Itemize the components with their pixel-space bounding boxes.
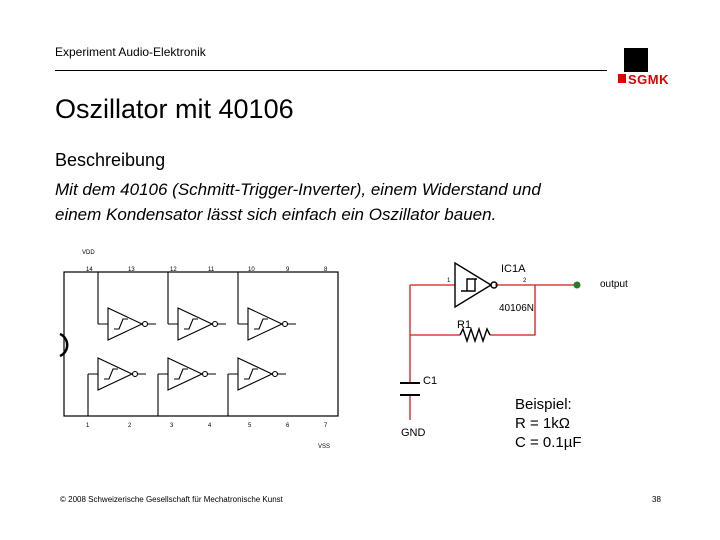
output-node: [573, 281, 581, 289]
logo-text: SGMK: [628, 72, 669, 87]
ic-body: [63, 271, 339, 417]
ic-pin-top-10: 10: [248, 267, 255, 273]
gate-top-bubble-3: [281, 320, 289, 328]
part-label: 40106N: [499, 303, 534, 314]
ic-pin-bottom-1: 1: [86, 423, 90, 429]
pin-in-label: 1: [447, 278, 451, 284]
vss-label: VSS: [318, 444, 330, 450]
example-box: Beispiel: R = 1kΩ C = 0.1µF: [515, 395, 582, 452]
example-resistor-value: R = 1kΩ: [515, 415, 570, 432]
inverter-triangle: [454, 261, 493, 309]
resistor-label: R1: [457, 319, 471, 331]
ic-pin-top-11: 11: [208, 267, 215, 273]
resistor-zigzag: [459, 326, 491, 344]
example-capacitor-value: C = 0.1µF: [515, 434, 582, 451]
inverter-bubble: [490, 281, 498, 289]
gate-top-2: [177, 307, 214, 341]
ic-pin-top-14: 14: [86, 267, 93, 273]
slide-title: Oszillator mit 40106: [55, 94, 294, 124]
schmitt-symbol: [461, 278, 477, 292]
ic-pin-bottom-5: 5: [248, 423, 252, 429]
schmitt-top-1: [114, 318, 128, 330]
ic-pin-top-13: 13: [128, 267, 135, 273]
gate-top-bubble-1: [141, 320, 149, 328]
schmitt-bottom-2: [174, 368, 188, 380]
ic-pin-top-12: 12: [170, 267, 177, 273]
ground-label: GND: [401, 427, 426, 439]
header-title: Experiment Audio-Elektronik: [55, 45, 206, 59]
capacitor-plates: [400, 382, 420, 396]
gate-top-1: [107, 307, 144, 341]
gate-bottom-1: [97, 357, 134, 391]
schmitt-top-2: [184, 318, 198, 330]
vdd-label: VDD: [82, 250, 95, 256]
schmitt-bottom-3: [244, 368, 258, 380]
example-title: Beispiel:: [515, 396, 572, 413]
ic-pin-bottom-3: 3: [170, 423, 174, 429]
gate-bottom-bubble-2: [201, 370, 209, 378]
header-divider: [55, 70, 607, 71]
ic-pin-bottom-4: 4: [208, 423, 212, 429]
ic-pin-top-8: 8: [324, 267, 328, 273]
oscillator-schematic: 1 2 IC1A 40106N output R1 C1 GND: [400, 261, 628, 439]
ic-notch: [59, 332, 69, 358]
capacitor-label: C1: [423, 375, 437, 387]
gate-bottom-2: [167, 357, 204, 391]
gate-top-3: [247, 307, 284, 341]
ic-label: IC1A: [501, 263, 526, 275]
wire-feedback-out: [490, 285, 536, 336]
schmitt-top-3: [254, 318, 268, 330]
logo-red-mark: [618, 74, 626, 83]
output-label: output: [600, 279, 628, 290]
gate-top-bubble-2: [211, 320, 219, 328]
ic-pin-bottom-2: 2: [128, 423, 132, 429]
gate-bottom-bubble-3: [271, 370, 279, 378]
pin-out-label: 2: [523, 278, 527, 284]
section-heading: Beschreibung: [55, 150, 166, 170]
gate-bottom-bubble-1: [131, 370, 139, 378]
footer-copyright: © 2008 Schweizerische Gesellschaft für M…: [60, 495, 283, 504]
schmitt-bottom-1: [104, 368, 118, 380]
ic-pin-bottom-7: 7: [324, 423, 328, 429]
ic-pin-top-9: 9: [286, 267, 290, 273]
page-number: 38: [652, 495, 661, 504]
logo-square: [624, 48, 648, 72]
gate-bottom-3: [237, 357, 274, 391]
description-text: Mit dem 40106 (Schmitt-Trigger-Inverter)…: [55, 177, 655, 227]
description-line-2: einem Kondensator lässt sich einfach ein…: [55, 205, 497, 224]
ic-pin-bottom-6: 6: [286, 423, 290, 429]
description-line-1: Mit dem 40106 (Schmitt-Trigger-Inverter)…: [55, 180, 541, 199]
